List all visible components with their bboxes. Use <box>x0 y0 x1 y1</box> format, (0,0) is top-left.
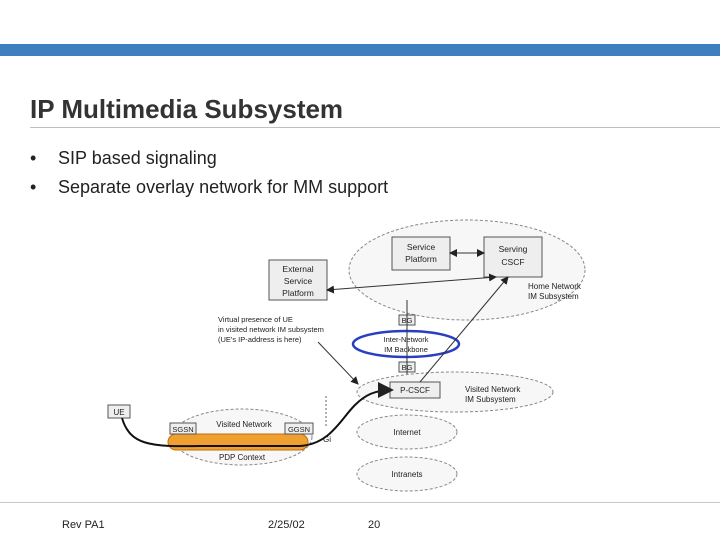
bullet-list: •SIP based signaling •Separate overlay n… <box>30 144 388 202</box>
footer-date: 2/25/02 <box>268 519 305 531</box>
intranets-label: Intranets <box>391 470 422 479</box>
ue-label: UE <box>113 408 124 417</box>
visited-im-ellipse <box>356 371 554 413</box>
backbone-highlight-ellipse <box>351 329 461 359</box>
serving-cscf-box <box>483 236 543 278</box>
virtual-presence-note: Virtual presence of UE <box>218 315 293 324</box>
internet-ellipse <box>356 414 458 450</box>
home-network-ellipse <box>348 219 586 321</box>
service-platform-label: Platform <box>405 254 437 264</box>
sgsn-box <box>169 422 197 435</box>
home-network-label: Home Network <box>528 282 582 291</box>
external-service-platform-box <box>268 259 328 301</box>
pdp-context-label: PDP Context <box>219 453 266 462</box>
external-service-platform-label: Service <box>284 276 313 286</box>
serving-cscf-label: Serving <box>499 244 528 254</box>
ggsn-label: GGSN <box>288 425 310 434</box>
slide-title: IP Multimedia Subsystem <box>30 94 344 124</box>
bullet-item: •Separate overlay network for MM support <box>30 173 388 202</box>
footer-rev: Rev PA1 <box>62 519 105 531</box>
header-bar <box>0 44 720 56</box>
sgsn-label: SGSN <box>172 425 193 434</box>
virtual-presence-note: (UE's IP-address is here) <box>218 335 302 344</box>
backbone-label: IM Backbone <box>384 345 428 354</box>
external-service-platform-label: External <box>282 264 313 274</box>
pcscf-to-scscf-link <box>419 276 509 383</box>
title-divider <box>30 127 720 128</box>
ue-signaling-path <box>121 382 394 448</box>
pdp-context-tube <box>167 433 309 451</box>
external-service-platform-label: Platform <box>282 288 314 298</box>
serving-cscf-label: CSCF <box>501 257 524 267</box>
bullet-dot: • <box>30 177 37 197</box>
bullet-item: •SIP based signaling <box>30 144 388 173</box>
internet-label: Internet <box>393 428 421 437</box>
service-platform-label: Service <box>407 242 436 252</box>
external-to-cscf-link <box>326 273 497 294</box>
bullet-dot: • <box>30 148 37 168</box>
backbone-label: Inter-Network <box>383 335 428 344</box>
virtual-presence-note: in visited network IM subsystem <box>218 325 324 334</box>
ue-box <box>107 404 131 419</box>
home-network-label: IM Subsystem <box>528 292 579 301</box>
ggsn-box <box>284 422 314 435</box>
gi-label: Gi <box>323 435 331 444</box>
virtual-presence-arrow <box>317 341 359 385</box>
footer-page-number: 20 <box>368 519 381 531</box>
intranets-ellipse <box>356 456 458 492</box>
visited-im-label: IM Subsystem <box>465 395 516 404</box>
visited-network-label: Visited Network <box>216 420 272 429</box>
footer-divider <box>0 502 720 503</box>
pcscf-label: P-CSCF <box>400 386 430 395</box>
visited-im-label: Visited Network <box>465 385 521 394</box>
